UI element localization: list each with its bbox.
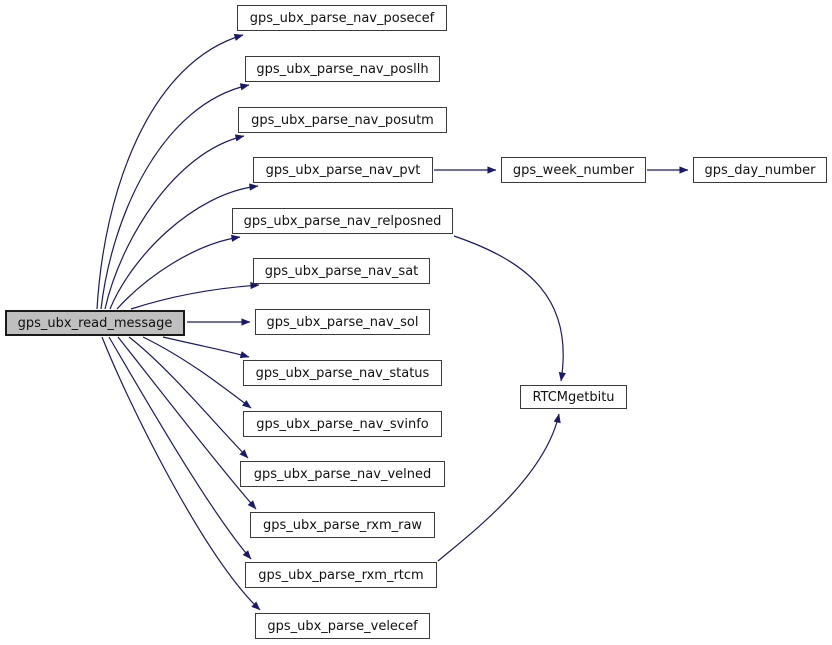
node-gps-ubx-parse-nav-status[interactable]: gps_ubx_parse_nav_status bbox=[243, 360, 442, 386]
edge-root-velecef bbox=[101, 336, 261, 611]
node-gps-ubx-parse-rxm-rtcm[interactable]: gps_ubx_parse_rxm_rtcm bbox=[245, 562, 437, 588]
node-gps-ubx-parse-nav-velned[interactable]: gps_ubx_parse_nav_velned bbox=[240, 461, 445, 487]
node-gps-ubx-read-message[interactable]: gps_ubx_read_message bbox=[5, 310, 185, 336]
node-rtcmgetbitu[interactable]: RTCMgetbitu bbox=[520, 385, 627, 409]
edge-root-posutm bbox=[104, 134, 245, 310]
node-gps-week-number[interactable]: gps_week_number bbox=[501, 157, 646, 183]
node-gps-ubx-parse-nav-sat[interactable]: gps_ubx_parse_nav_sat bbox=[253, 258, 430, 284]
edge-root-sat bbox=[130, 282, 260, 310]
node-gps-ubx-parse-nav-posllh[interactable]: gps_ubx_parse_nav_posllh bbox=[245, 56, 440, 82]
node-gps-ubx-parse-nav-sol[interactable]: gps_ubx_parse_nav_sol bbox=[255, 309, 430, 335]
edge-relposned-rtcmgetbitu bbox=[453, 235, 566, 382]
node-gps-ubx-parse-nav-relposned[interactable]: gps_ubx_parse_nav_relposned bbox=[232, 208, 453, 234]
node-gps-ubx-parse-nav-posecef[interactable]: gps_ubx_parse_nav_posecef bbox=[237, 5, 447, 31]
node-gps-ubx-parse-nav-posutm[interactable]: gps_ubx_parse_nav_posutm bbox=[238, 107, 447, 133]
node-gps-ubx-parse-velecef[interactable]: gps_ubx_parse_velecef bbox=[255, 613, 430, 639]
node-gps-day-number[interactable]: gps_day_number bbox=[693, 157, 827, 183]
edge-root-rxm-rtcm bbox=[108, 336, 252, 560]
edge-root-svinfo bbox=[142, 336, 252, 409]
edge-root-status bbox=[162, 336, 250, 359]
node-gps-ubx-parse-rxm-raw[interactable]: gps_ubx_parse_rxm_raw bbox=[250, 512, 435, 538]
edge-root-velned bbox=[128, 336, 249, 459]
node-gps-ubx-parse-nav-pvt[interactable]: gps_ubx_parse_nav_pvt bbox=[253, 157, 433, 183]
edge-root-pvt bbox=[109, 183, 259, 310]
edge-root-relposned bbox=[116, 234, 241, 310]
edge-root-posecef bbox=[96, 33, 244, 310]
edge-rxm-rtcm-rtcmgetbitu bbox=[437, 413, 561, 562]
edge-root-rxm-raw bbox=[117, 336, 257, 510]
node-gps-ubx-parse-nav-svinfo[interactable]: gps_ubx_parse_nav_svinfo bbox=[243, 411, 442, 437]
edge-root-posllh bbox=[100, 83, 250, 310]
